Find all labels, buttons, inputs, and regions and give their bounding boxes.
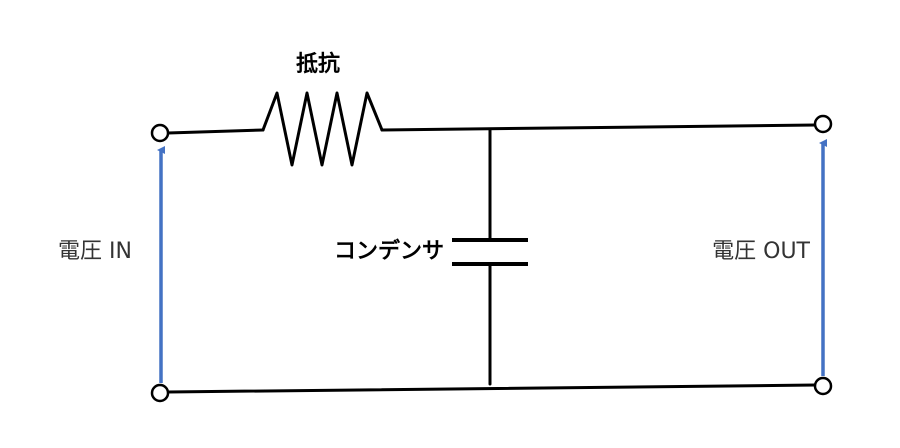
voltage-in-label: 電圧 IN	[58, 239, 132, 264]
voltage-out-label: 電圧 OUT	[712, 239, 810, 264]
top-wire-left	[166, 128, 265, 135]
resistor-label: 抵抗	[296, 51, 340, 77]
top-wire-right	[380, 123, 818, 132]
terminal-out-top	[813, 114, 833, 134]
terminal-out-bottom	[813, 376, 833, 396]
terminal-in-bottom	[150, 383, 170, 403]
bottom-wire	[166, 383, 818, 394]
resistor-symbol	[261, 91, 384, 167]
capacitor-label: コンデンサ	[334, 238, 444, 264]
terminal-in-top	[150, 123, 170, 143]
